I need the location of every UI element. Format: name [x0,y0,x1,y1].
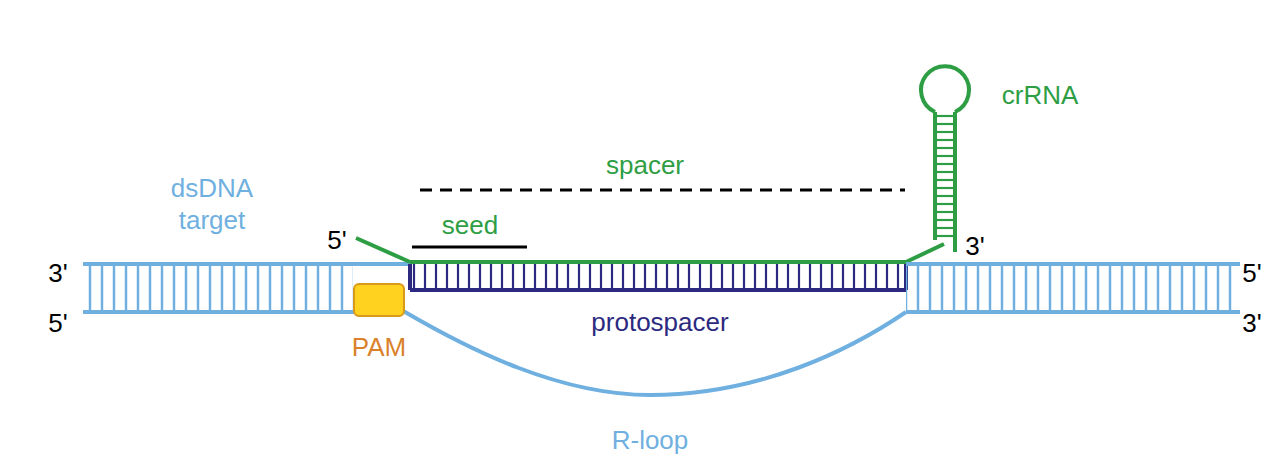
spacer-bracket [420,189,905,192]
dna-strand [353,262,410,266]
end-label: 3' [955,230,995,262]
seed-bracket [412,246,527,249]
hairpin-stem [953,112,957,252]
protospacer-rungs [410,264,906,290]
dna-strand [83,310,353,314]
hairpin-rungs [935,112,955,240]
region-label: protospacer [560,306,760,338]
dna-rungs [906,264,1240,312]
end-label: 5' [317,224,357,256]
structure-label: R-loop [580,424,720,456]
dna-strand [83,262,353,266]
end-label: 5' [1232,257,1272,289]
molecule-label: dsDNA target [162,172,262,236]
pam-fill [353,283,405,317]
pam-box: PAM [353,283,405,317]
region-label: spacer [575,149,715,181]
protospacer-strand [410,288,906,292]
dna-strand [906,262,1240,266]
dna-strand [906,310,1240,314]
molecule-label: crRNA [980,79,1100,111]
protospacer-strand [408,264,412,290]
end-label: 3' [38,257,78,289]
dna-rungs [83,264,353,312]
node-label: PAM [323,331,435,363]
region-label: seed [425,209,515,241]
hairpin-stem [933,112,937,240]
crrna-tail [356,238,410,262]
crrna-strand [906,244,944,262]
hairpin-loop [921,66,969,112]
crrna-strand [410,260,906,264]
end-label: 5' [38,307,78,339]
end-label: 3' [1232,307,1272,339]
